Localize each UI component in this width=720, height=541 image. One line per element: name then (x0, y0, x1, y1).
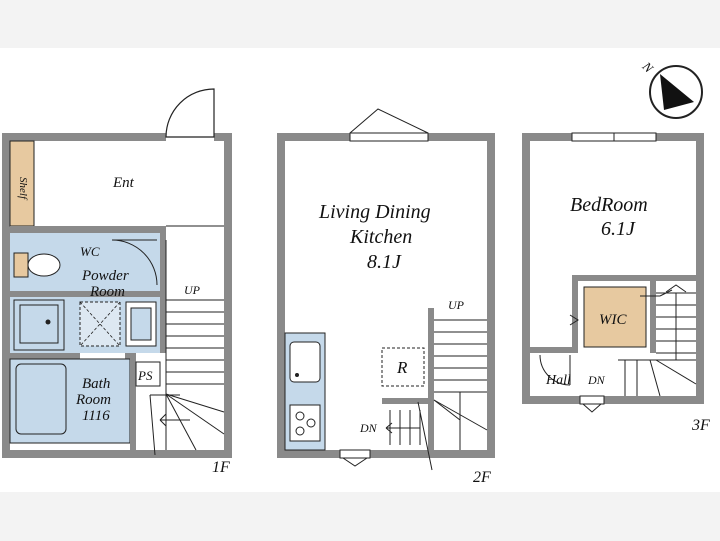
ps-label: PS (137, 368, 153, 383)
up-2f-label: UP (448, 298, 465, 312)
ldk-label-2: Kitchen (349, 226, 412, 248)
powder-label-1: Powder (81, 268, 129, 284)
bottom-vent-icon (582, 403, 602, 413)
ldk-label-3: 8.1J (367, 251, 402, 273)
toilet-tank (13, 252, 29, 278)
bath-label-1: Bath (82, 376, 110, 392)
dn-3f-label: DN (587, 373, 606, 387)
stairs-2f-down (385, 401, 433, 471)
shelf (9, 140, 35, 227)
ldk-label-1: Living Dining (318, 201, 431, 223)
entrance-door-icon (165, 88, 215, 138)
bath-label-3: 1116 (82, 408, 110, 424)
dn-2f-label: DN (359, 421, 378, 435)
compass-icon (649, 65, 703, 119)
washer-space (79, 301, 121, 347)
3f-interior (530, 141, 696, 396)
hall-label: Hall (545, 373, 571, 388)
powder-label-2: Room (89, 284, 125, 300)
kitchen-sink-icon (289, 341, 321, 383)
floor-2f (277, 108, 495, 471)
stairs-2f-up (433, 319, 488, 450)
walk-in-closet (583, 286, 647, 348)
stairs-3f (618, 284, 697, 397)
floor-1f-label: 1F (212, 459, 230, 476)
ent-label: Ent (112, 175, 135, 191)
stairs-1f (149, 240, 225, 456)
sink-cabinet (13, 299, 65, 351)
ps-shaft (135, 361, 161, 387)
bathtub-icon (15, 363, 67, 435)
floor-3f (522, 132, 704, 413)
wic-label: WIC (599, 312, 627, 328)
refrigerator-space (381, 347, 425, 387)
floor-3f-label: 3F (691, 417, 710, 434)
wc-label: WC (80, 244, 100, 259)
bedroom-label-1: BedRoom (570, 194, 648, 216)
bath-label-2: Room (75, 392, 111, 408)
shelf-label: Shelf (17, 177, 29, 201)
up-1f-label: UP (184, 283, 201, 297)
bottom-door-icon (342, 457, 368, 467)
bedroom-label-2: 6.1J (601, 218, 636, 240)
toilet-icon (27, 253, 61, 277)
floor-1f (2, 88, 232, 458)
floor-2f-label: 2F (473, 469, 491, 486)
balcony-window-icon (349, 108, 429, 134)
fridge-label: R (396, 358, 408, 377)
